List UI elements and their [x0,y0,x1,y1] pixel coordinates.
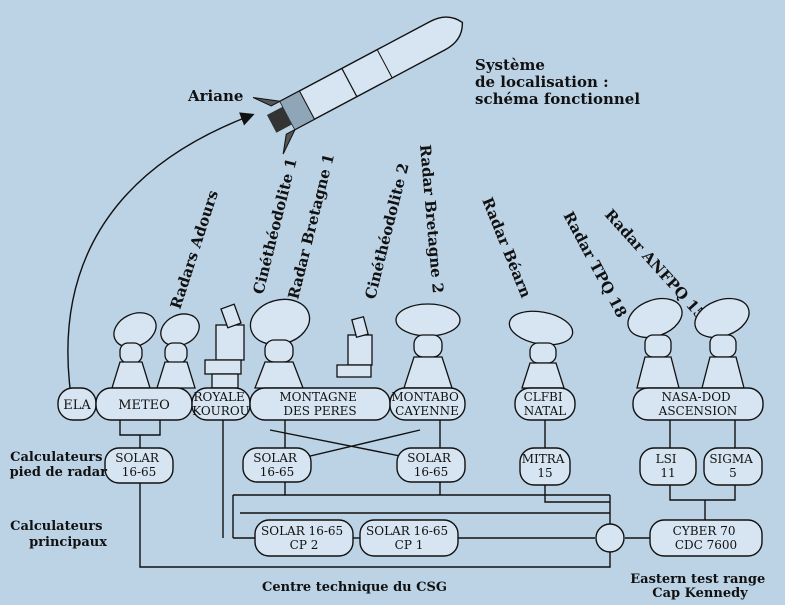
site-bar: ELA METEO ROYALE KOUROU MONTAGNE DES PER… [57,387,764,421]
site-ela-label: ELA [63,398,91,413]
computer-cyber-cdc[interactable] [649,519,763,557]
radar-dish-icon [249,298,311,389]
label-eastern-test-range: Eastern test range Cap Kennedy [630,572,770,601]
computer-solar-cp2-label: SOLAR 16-65 CP 2 [261,524,347,552]
label-radar-foot-computers: Calculateurs pied de radar [10,450,108,480]
site-montabo-cayenne-label: MONTABO CAYENNE [391,390,462,418]
rocket-label: Ariane [187,87,243,105]
computer-solar-montagne-label: SOLAR 16-65 [253,451,301,479]
label-cinetheodolite-2: Cinéthéodolite 2 [361,161,412,301]
ariane-rocket-icon [252,16,464,155]
site-meteo-label: METEO [118,398,170,413]
cinetheodolite-icon [204,303,245,389]
site-montabo-cayenne[interactable] [389,387,466,421]
computer-sigma[interactable] [703,447,763,486]
radar-dish-icon [156,313,200,389]
computer-solar-cp1[interactable] [359,519,459,557]
radar-dish-icon [694,297,750,389]
connection-lines [119,420,736,568]
computer-solar-cp2[interactable] [254,519,354,557]
site-nasa-dod-ascension[interactable] [632,387,764,421]
site-clfbi-natal-label: CLFBI NATAL [524,390,567,418]
computer-lsi-label: LSI 11 [656,452,681,480]
label-csg: Centre technique du CSG [262,580,447,595]
radar-dish-icon [627,297,683,389]
computer-solar-cp1-label: SOLAR 16-65 CP 1 [366,524,452,552]
radar-foot-computers: SOLAR 16-65 SOLAR 16-65 SOLAR 16-65 MITR… [104,447,763,486]
computer-solar-meteo-label: SOLAR 16-65 [115,451,163,479]
computer-cyber-cdc-label: CYBER 70 CDC 7600 [673,524,740,552]
computer-solar-montabo[interactable] [396,447,466,483]
label-radar-bearn: Radar Béarn [478,195,535,301]
computer-solar-montabo-label: SOLAR 16-65 [407,451,455,479]
trajectory-arrow [67,112,255,389]
radar-dish-icon [508,310,574,389]
label-radar-bretagne-2: Radar Bretagne 2 [416,144,447,294]
diagram-title: Système de localisation : schéma fonctio… [475,56,640,108]
radar-dish-icon [111,312,157,389]
label-radars-adours: Radars Adours [167,188,222,311]
label-main-computers: Calculateurs principaux [10,519,107,550]
computer-solar-montagne[interactable] [242,447,312,483]
computer-mitra-label: MITRA 15 [522,452,569,480]
site-royale-kourou-label: ROYALE KOUROU [192,390,250,418]
junction-node [595,523,625,553]
cinetheodolite-icon [336,315,373,378]
computer-mitra[interactable] [519,447,571,486]
site-clfbi-natal[interactable] [514,387,576,421]
computer-sigma-label: SIGMA 5 [709,452,756,480]
computer-lsi[interactable] [639,447,697,486]
site-nasa-dod-ascension-label: NASA-DOD ASCENSION [658,390,738,418]
radar-dish-icon [395,303,461,389]
site-montagne-des-peres-label: MONTAGNE DES PERES [279,390,360,418]
main-computers: SOLAR 16-65 CP 2 SOLAR 16-65 CP 1 CYBER … [254,519,763,557]
computer-solar-meteo[interactable] [104,447,174,484]
